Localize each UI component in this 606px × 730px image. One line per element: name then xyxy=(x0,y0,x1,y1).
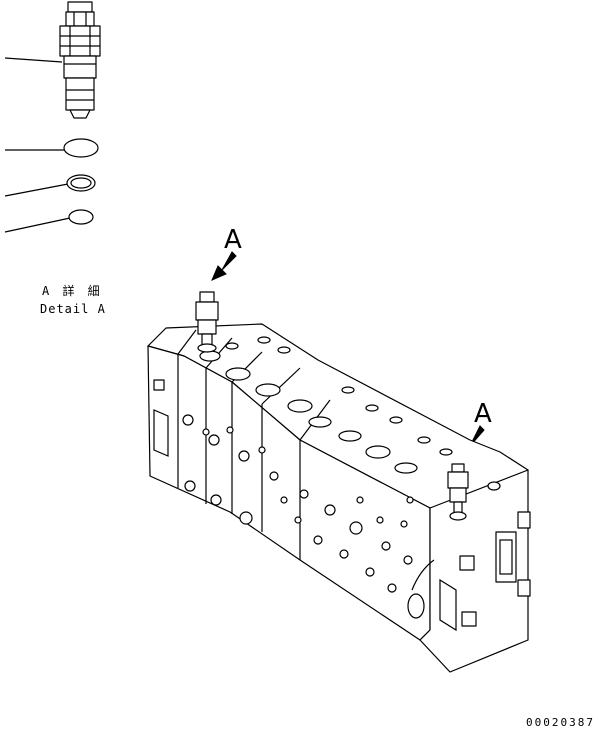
relief-valve-installed-left xyxy=(195,291,219,353)
leader-line xyxy=(4,57,63,63)
detail-caption-en: Detail A xyxy=(40,302,106,316)
detail-a-parts xyxy=(4,1,101,233)
callout-a-right: A xyxy=(474,399,492,429)
detail-caption-jp: A 詳 細 xyxy=(42,283,103,298)
callout-a-left: A xyxy=(224,225,242,255)
o-ring-large xyxy=(63,138,99,158)
relief-valve-cartridge xyxy=(59,1,101,119)
top-ports xyxy=(199,336,501,491)
front-ports xyxy=(182,414,414,593)
leader-line xyxy=(4,183,69,197)
leader-line xyxy=(4,217,71,233)
backup-ring xyxy=(66,174,96,192)
end-cover-features xyxy=(407,511,531,632)
drawing-number: 00020387 xyxy=(526,716,595,729)
control-valve-assembly xyxy=(147,291,531,673)
relief-valve-installed-right xyxy=(447,463,469,521)
arrow-left-icon xyxy=(211,251,237,281)
o-ring-small xyxy=(68,209,94,225)
